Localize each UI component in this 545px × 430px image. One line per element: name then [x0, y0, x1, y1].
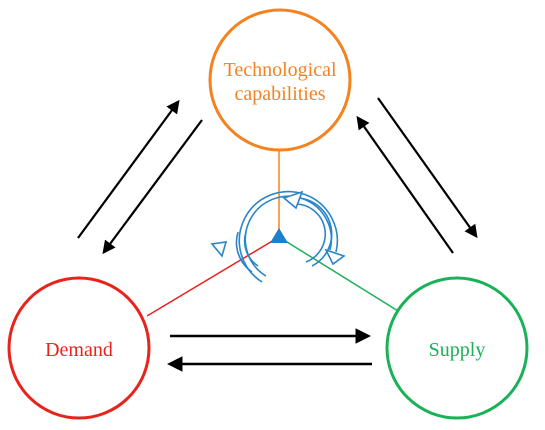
node-supply-circle	[385, 276, 529, 420]
connector-supply	[278, 236, 399, 312]
arrow-supply-to-technological	[356, 115, 454, 254]
label-technological-line2: capabilities	[234, 83, 325, 105]
center-triangle-marker	[270, 228, 288, 243]
node-demand-circle	[7, 276, 151, 420]
arrow-technological-to-demand	[102, 119, 203, 255]
arrow-technological-to-supply	[377, 97, 478, 239]
arrow-demand-to-technological	[77, 99, 180, 239]
label-demand: Demand	[45, 339, 113, 361]
label-supply: Supply	[429, 339, 486, 361]
cycle-arrows-icon	[210, 190, 346, 283]
connector-demand	[146, 236, 280, 317]
label-technological-line1: Technological	[224, 59, 337, 81]
node-technological-circle	[208, 8, 352, 152]
